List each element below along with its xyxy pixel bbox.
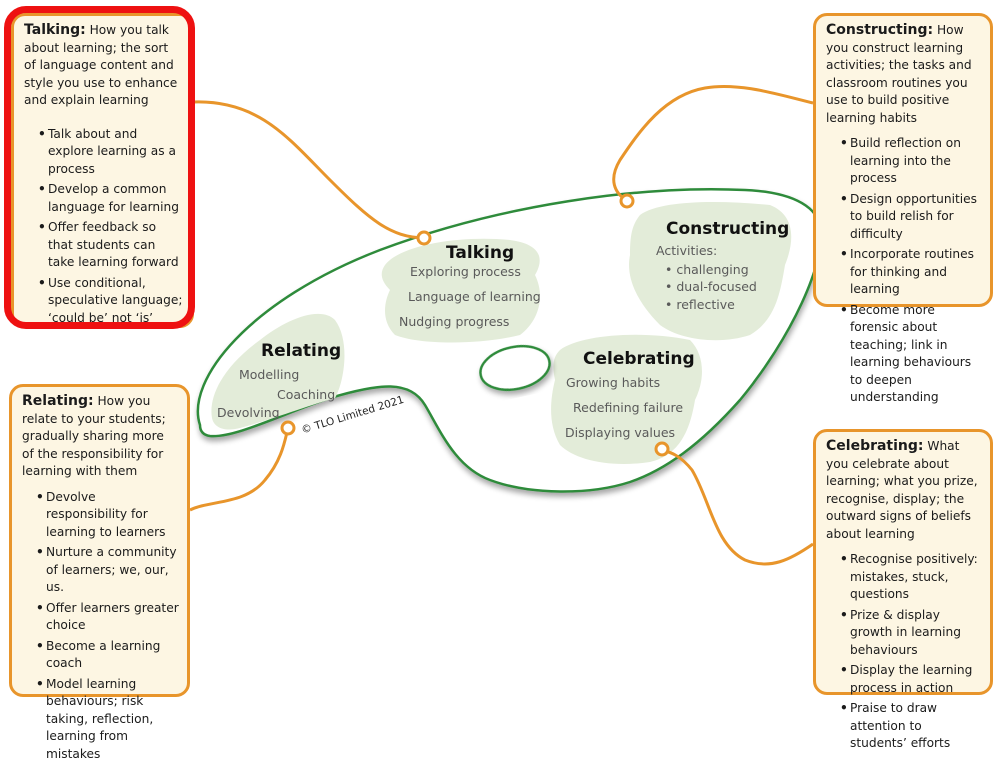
connector-node-talking (418, 232, 430, 244)
zone-celebrating-item: Displaying values (565, 425, 675, 440)
connector-relating (190, 428, 288, 510)
list-item: Devolve responsibility for learning to l… (36, 489, 179, 542)
box-description-text: How you construct learning activities; t… (826, 23, 972, 125)
list-item: Become a learning coach (36, 638, 179, 673)
zone-talking-title: Talking (446, 243, 514, 263)
info-box-talking: Talking: How you talk about learning; th… (11, 13, 194, 328)
box-heading: Relating: (22, 393, 94, 409)
list-item: Use conditional, speculative language; ‘… (38, 275, 183, 328)
list-item: Nurture a community of learners; we, our… (36, 544, 179, 597)
zone-talking-item: Language of learning (408, 289, 541, 304)
box-heading: Constructing: (826, 22, 933, 38)
list-item: Offer feedback so that students can take… (38, 219, 183, 272)
zone-relating-item: Devolving (217, 405, 280, 420)
list-item: Recognise positively: mistakes, stuck, q… (840, 551, 982, 604)
connector-talking (194, 102, 424, 238)
zone-constructing-item: • reflective (665, 297, 735, 312)
box-description: Talking: How you talk about learning; th… (24, 22, 183, 110)
zone-relating-title: Relating (261, 341, 341, 361)
list-item: Offer learners greater choice (36, 600, 179, 635)
zone-relating-item: Modelling (239, 367, 299, 382)
list-item: Display the learning process in action (840, 662, 982, 697)
zone-constructing-title: Constructing (666, 219, 789, 239)
zone-constructing-item: • dual-focused (665, 279, 757, 294)
info-box-constructing: Constructing: How you construct learning… (813, 13, 993, 307)
bullet-list: Devolve responsibility for learning to l… (22, 489, 179, 763)
connector-node-relating (282, 422, 294, 434)
connector-node-constructing (621, 195, 633, 207)
zone-talking-item: Exploring process (410, 264, 521, 279)
bullet-list: Recognise positively: mistakes, stuck, q… (826, 551, 982, 753)
box-heading: Talking: (24, 22, 86, 38)
zone-celebrating-item: Redefining failure (573, 400, 683, 415)
list-item: Model learning behaviours; risk taking, … (36, 676, 179, 763)
box-description-text: What you celebrate about learning; what … (826, 439, 978, 541)
bullet-list: Talk about and explore learning as a pro… (24, 126, 183, 328)
list-item: Praise to draw attention to students’ ef… (840, 700, 982, 753)
zone-celebrating-item: Growing habits (566, 375, 660, 390)
zone-constructing-item: • challenging (665, 262, 749, 277)
list-item: Build reflection on learning into the pr… (840, 135, 982, 188)
list-item: Incorporate routines for thinking and le… (840, 246, 982, 299)
list-item: Prize & display growth in learning behav… (840, 607, 982, 660)
zone-relating-item: Coaching (277, 387, 335, 402)
list-item: Develop a common language for learning (38, 181, 183, 216)
info-box-relating: Relating: How you relate to your student… (9, 384, 190, 697)
connector-node-celebrating (656, 443, 668, 455)
box-description: Constructing: How you construct learning… (826, 22, 982, 127)
box-description: Relating: How you relate to your student… (22, 393, 179, 481)
list-item: Become more forensic about teaching; lin… (840, 302, 982, 407)
list-item: Design opportunities to build relish for… (840, 191, 982, 244)
bullet-list: Build reflection on learning into the pr… (826, 135, 982, 407)
box-description: Celebrating: What you celebrate about le… (826, 438, 982, 543)
box-heading: Celebrating: (826, 438, 924, 454)
zone-celebrating-title: Celebrating (583, 349, 695, 369)
connector-celebrating (662, 450, 813, 564)
zone-constructing-subtitle: Activities: (656, 243, 717, 258)
list-item: Talk about and explore learning as a pro… (38, 126, 183, 179)
connector-constructing (614, 86, 813, 200)
zone-talking-item: Nudging progress (399, 314, 509, 329)
info-box-celebrating: Celebrating: What you celebrate about le… (813, 429, 993, 695)
